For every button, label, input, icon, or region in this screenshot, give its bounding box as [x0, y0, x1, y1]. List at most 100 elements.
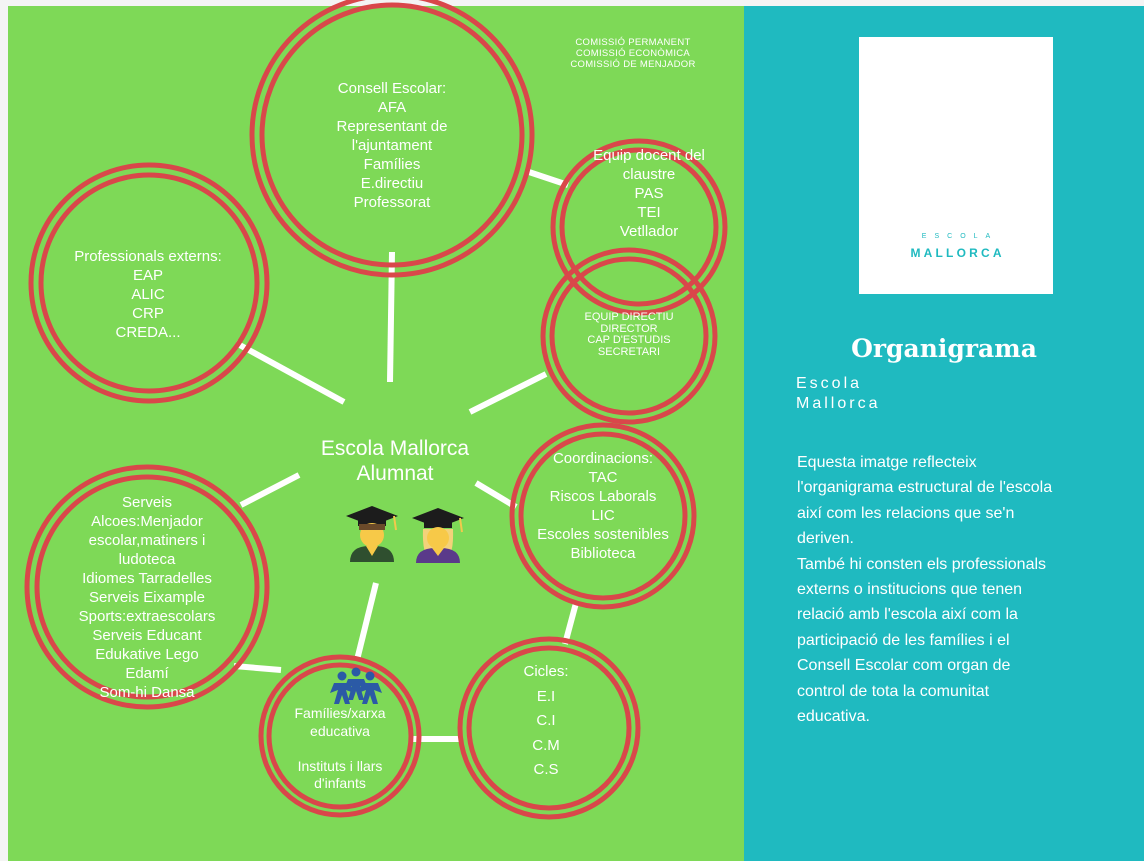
consell-line-5: Famílies: [363, 156, 421, 173]
connector-consell-docent: [525, 168, 569, 188]
commission-menjador: COMISSIÓ DE MENJADOR: [570, 59, 696, 70]
ring-families: [258, 654, 422, 818]
serveis-line-7: Sports:extraescolars: [78, 608, 216, 625]
node-cicles: Cicles: E.I C.I C.M C.S: [486, 660, 606, 783]
families-line-1: Famílies/xarxa: [294, 705, 386, 721]
professionals-line-2: EAP: [132, 267, 163, 284]
families-line-3: [270, 740, 410, 758]
description-line-5: També hi consten els professionals: [797, 555, 1047, 573]
cicles-line-1: Cicles:: [523, 663, 569, 680]
consell-line-7: Professorat: [353, 194, 431, 211]
cicles-line-4: C.M: [532, 736, 560, 754]
description-text: Equesta imatge reflecteix l'organigrama …: [797, 450, 1137, 729]
serveis-line-11: Som-hi Dansa: [99, 684, 195, 701]
description-line-3: així com les relacions que se'n: [797, 504, 1015, 522]
docent-line-2: claustre: [622, 166, 676, 183]
serveis-line-3: escolar,matiners i: [88, 532, 206, 549]
docent-line-3: PAS: [634, 185, 664, 202]
node-serveis: Serveis Alcoes:Menjador escolar,matiners…: [57, 493, 237, 702]
page-subtitle: Escola Mallorca: [796, 374, 880, 414]
graduate-student-icon: [346, 506, 398, 562]
diagram-panel: [8, 6, 744, 861]
description-line-2: l'organigrama estructural de l'escola: [797, 479, 1053, 497]
serveis-line-2: Alcoes:Menjador: [91, 513, 203, 530]
families-line-4: Instituts i llars: [297, 757, 383, 774]
ring-coordinacions: [509, 422, 697, 610]
ring-serveis: [24, 464, 270, 710]
professionals-line-1: Professionals externs:: [74, 248, 222, 265]
directiu-line-2: DIRECTOR: [600, 322, 658, 335]
description-line-8: participació de les famílies i el: [797, 631, 1010, 649]
node-center-alumnat: Escola Mallorca Alumnat: [305, 436, 485, 486]
rings: [24, 0, 728, 820]
cicles-line-2: E.I: [536, 687, 556, 705]
consell-line-2: AFA: [377, 99, 407, 116]
node-equip-directiu: EQUIP DIRECTIU DIRECTOR CAP D'ESTUDIS SE…: [549, 311, 709, 358]
subtitle-line-2: Mallorca: [796, 395, 881, 412]
commission-economica: COMISSIÓ ECONÒMICA: [575, 48, 691, 59]
family-people-icon: [330, 667, 382, 704]
connector-coordinacions-cicles: [562, 602, 579, 645]
commissions-list: COMISSIÓ PERMANENT COMISSIÓ ECONÒMICA CO…: [548, 37, 718, 70]
consell-line-6: E.directiu: [360, 175, 424, 192]
graduate-student-female-icon: [412, 508, 464, 563]
ring-consell-escolar: [249, 0, 535, 278]
description-line-6: externs o institucions que tenen: [797, 581, 1023, 599]
description-line-4: deriven.: [797, 530, 854, 548]
connector-directiu: [468, 371, 548, 415]
ring-equip-directiu: [540, 247, 718, 425]
description-line-7: relació amb l'escola així com la: [797, 606, 1018, 624]
connector-families: [354, 582, 379, 661]
ring-professionals: [28, 162, 270, 404]
node-professionals: Professionals externs: EAP ALIC CRP CRED…: [48, 247, 248, 342]
ring-cicles: [457, 636, 641, 820]
directiu-line-4: SECRETARI: [597, 345, 661, 358]
consell-line-3: Representant de: [336, 118, 448, 135]
description-line-1: Equesta imatge reflecteix: [797, 454, 977, 471]
docent-line-1: Equip docent del: [593, 147, 705, 164]
serveis-line-1: Serveis: [121, 494, 173, 511]
connector-consell: [387, 251, 395, 383]
center-line-2: Alumnat: [356, 462, 434, 485]
serveis-line-5: Idiomes Tarradelles: [82, 570, 212, 587]
professionals-line-5: CREDA...: [115, 324, 181, 341]
subtitle-line-1: Escola: [796, 375, 863, 392]
description-line-10: control de tota la comunitat: [797, 682, 990, 700]
directiu-line-1: EQUIP DIRECTIU: [584, 311, 674, 323]
coordinacions-line-5: Escoles sostenibles: [537, 526, 669, 543]
connector-serveis: [239, 472, 301, 508]
center-line-1: Escola Mallorca: [320, 437, 470, 460]
serveis-line-10: Edamí: [125, 665, 169, 682]
professionals-line-3: ALIC: [131, 286, 165, 303]
description-line-9: Consell Escolar com organ de: [797, 657, 1011, 675]
coordinacions-line-3: Riscos Laborals: [549, 488, 657, 505]
connector-serveis-families: [233, 663, 282, 673]
connector-professionals: [234, 340, 346, 405]
professionals-line-4: CRP: [132, 305, 164, 322]
serveis-line-6: Serveis Eixample: [89, 589, 205, 606]
serveis-line-9: Edukative Lego: [95, 646, 199, 663]
coordinacions-line-2: TAC: [588, 469, 618, 486]
serveis-line-4: ludoteca: [118, 551, 176, 568]
directiu-line-3: CAP D'ESTUDIS: [587, 334, 671, 346]
node-coordinacions: Coordinacions: TAC Riscos Laborals LIC E…: [523, 449, 683, 563]
coordinacions-line-1: Coordinacions:: [552, 450, 654, 467]
serveis-line-8: Serveis Educant: [92, 627, 202, 644]
cicles-line-5: C.S: [533, 761, 559, 778]
node-families: Famílies/xarxa educativa Instituts i lla…: [270, 705, 410, 793]
cicles-line-3: C.I: [536, 712, 556, 729]
families-line-5: d'infants: [314, 775, 366, 791]
families-line-2: educativa: [310, 722, 370, 739]
docent-line-5: Vetllador: [619, 223, 679, 240]
page-title: Organigrama: [851, 334, 1037, 363]
logo-small-text: ESCOLA: [921, 233, 999, 240]
description-line-11: educativa.: [797, 708, 870, 726]
consell-line-4: l'ajuntament: [351, 137, 433, 154]
commission-permanent: COMISSIÓ PERMANENT: [575, 37, 691, 48]
coordinacions-line-6: Biblioteca: [570, 545, 636, 562]
logo-card: ESCOLA MALLORCA: [859, 37, 1053, 294]
ring-equip-docent: [550, 138, 728, 316]
docent-line-4: TEI: [637, 204, 661, 221]
logo-big-text: MALLORCA: [910, 246, 1005, 260]
